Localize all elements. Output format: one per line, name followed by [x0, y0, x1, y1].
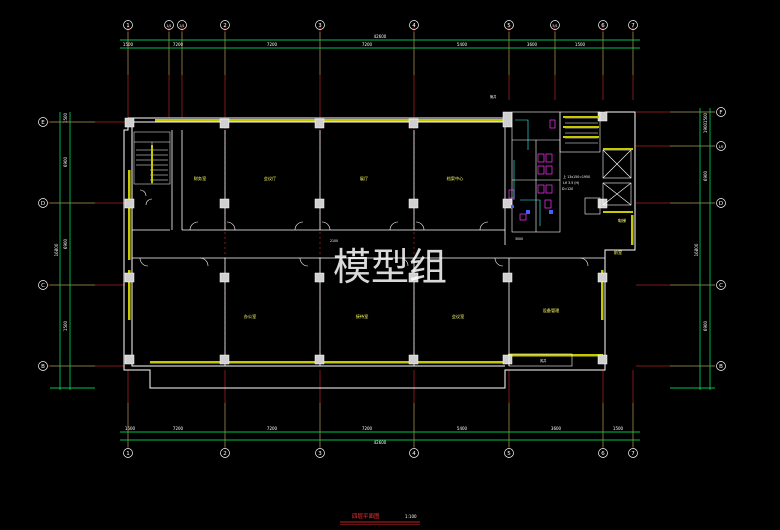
water-markers [511, 205, 553, 214]
top-dim-3: 7200 [267, 42, 278, 47]
right-axis-bubbles [716, 107, 726, 371]
room-label-archive-center: 档案中心 [447, 175, 465, 182]
corridor-width-label: 2100 [330, 239, 338, 243]
top-axis-bubbles [123, 20, 638, 30]
right-dim-3: 6900 [703, 170, 708, 181]
left-dim-2: 6900 [63, 156, 68, 167]
left-dim-1: 1500 [63, 112, 68, 123]
core-note-label: 3000 [515, 237, 523, 241]
bottom-dim-1: 1500 [125, 426, 136, 431]
bottom-dim-4: 7200 [362, 426, 373, 431]
bottom-dim-3: 7200 [267, 426, 278, 431]
room-label-conference-hall: 会议厅 [264, 175, 277, 182]
axis-label-C-right: C [719, 283, 723, 289]
bottom-axis-bubbles [123, 448, 638, 458]
axis-label-5-bottom: 5 [507, 451, 511, 457]
top-dim-total: 42600 [374, 34, 387, 39]
bottom-dim-7: 1500 [613, 426, 624, 431]
right-dim-1: 1500 [703, 112, 708, 123]
top-dim-7: 1500 [575, 42, 586, 47]
axis-label-7-top: 7 [631, 23, 635, 29]
left-dim-3: 6900 [63, 238, 68, 249]
slab-label: LH 3.5 (H) [563, 181, 579, 185]
right-dim-2: 1900 [703, 122, 708, 133]
axis-label-6-top: 6 [601, 23, 605, 29]
room-label-meeting-room: 会议室 [452, 313, 465, 320]
bottom-dim-5: 5400 [457, 426, 468, 431]
left-axis-bubbles [38, 117, 48, 371]
pipe-shaft-label: 管井 [490, 94, 496, 99]
room-label-finance: 财务室 [194, 175, 207, 182]
stair-note-label: 上 13x150=1950 [563, 174, 590, 179]
top-dim-2: 7200 [173, 42, 184, 47]
grid-lines [48, 25, 715, 448]
axis-label-D-left: D [41, 201, 45, 207]
right-dimension-chain [670, 108, 715, 390]
top-dim-6: 3600 [527, 42, 538, 47]
axis-label-5-top: 5 [507, 23, 511, 29]
axis-label-1-1-top: 1/1 [166, 24, 171, 28]
axis-label-B-right: B [719, 364, 723, 370]
axis-label-1-top: 1 [126, 23, 130, 29]
core-yellow-stairs [563, 116, 633, 213]
axis-label-1-bottom: 1 [126, 451, 130, 457]
axis-label-2-top: 2 [223, 23, 227, 29]
axis-label-2-1-top: 2/1 [179, 24, 184, 28]
plumbing-lines [513, 119, 541, 226]
bottom-dim-2: 7200 [173, 426, 184, 431]
left-dim-4: 1500 [63, 320, 68, 331]
room-label-exhibition: 展厅 [360, 176, 368, 182]
axis-label-B-left: B [41, 364, 45, 370]
bottom-dim-6: 3600 [551, 426, 562, 431]
axis-label-6-bottom: 6 [601, 451, 605, 457]
axis-label-3-top: 3 [318, 23, 322, 29]
axis-label-F-right: F [719, 110, 722, 116]
axis-label-E-left: E [41, 120, 45, 126]
axis-label-1E-right: 1/E [718, 145, 723, 149]
room-label-reception: 接待室 [356, 313, 369, 320]
door-note-label: D=120 [562, 187, 573, 191]
room-label-elevator: 电梯 [618, 217, 626, 224]
axis-label-4-bottom: 4 [412, 451, 416, 457]
axis-label-C-left: C [41, 283, 45, 289]
axis-label-4-top: 4 [412, 23, 416, 29]
axis-label-7-bottom: 7 [631, 451, 635, 457]
axis-label-D-right: D [719, 201, 723, 207]
top-dim-5: 5400 [457, 42, 468, 47]
top-dim-4: 7200 [362, 42, 373, 47]
door-swings [139, 189, 589, 267]
bottom-dim-total: 42600 [374, 440, 387, 445]
watermark-text: 模型组 [333, 245, 447, 289]
drawing-title-text: 四层平面图 [352, 512, 380, 520]
right-dim-4: 6900 [703, 320, 708, 331]
left-dim-total: 16800 [54, 243, 59, 256]
axis-label-3-bottom: 3 [318, 451, 322, 457]
air-shaft-label: 风井 [540, 358, 546, 363]
drawing-title: 四层平面图 1:100 [340, 512, 420, 525]
axis-label-2-bottom: 2 [223, 451, 227, 457]
axis-label-5-1-top: 5/1 [552, 24, 557, 28]
right-dim-total: 16800 [694, 243, 699, 256]
room-label-office: 办公室 [244, 313, 257, 320]
corridor-walls [132, 122, 605, 366]
window-bands [128, 119, 634, 364]
restroom-fixtures [508, 119, 556, 221]
service-core [508, 111, 632, 367]
room-label-lobby: 前室 [614, 249, 622, 256]
drawing-scale-text: 1:100 [405, 514, 417, 519]
left-stair-rails [151, 145, 153, 183]
room-label-equipment: 设备管理 [543, 307, 561, 314]
structural-columns [124, 111, 608, 365]
